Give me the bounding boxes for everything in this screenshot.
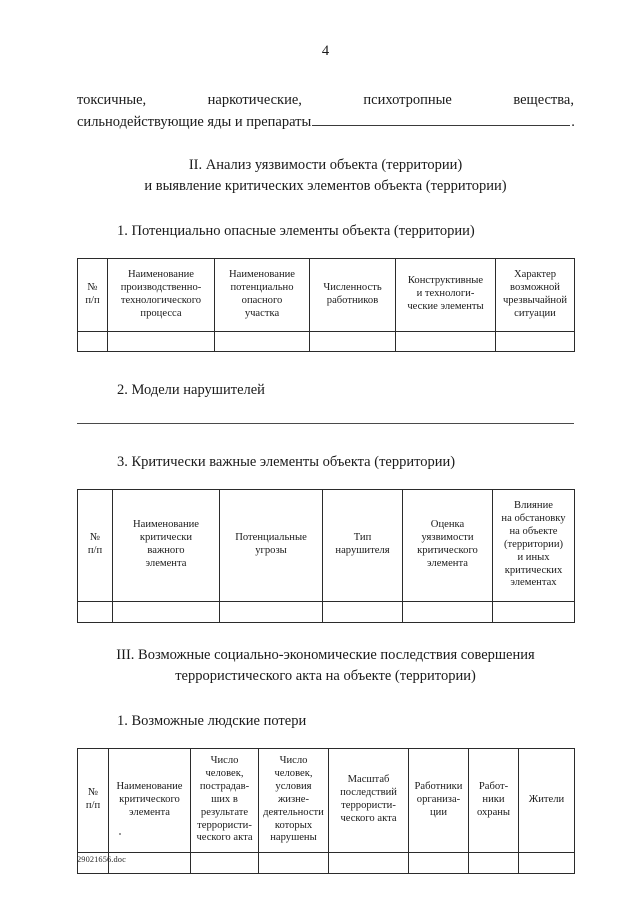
table-row [77, 330, 575, 352]
heading-subsection-1: 1. Потенциально опасные элементы объекта… [117, 222, 475, 239]
table1-cell-0-0[interactable] [77, 330, 108, 352]
table3-cell-0-3[interactable] [258, 851, 329, 874]
table2-cell-0-2[interactable] [219, 600, 323, 623]
body-paragraph: токсичные, наркотические, психотропные в… [77, 89, 575, 133]
paragraph-line-2-period: . [571, 113, 575, 130]
heading-section-III: III. Возможные социально-экономические п… [77, 645, 574, 687]
heading-section-II-line-2: и выявление критических элементов объект… [144, 177, 507, 194]
paragraph-line-1: токсичные, наркотические, психотропные в… [77, 91, 574, 108]
heading-section-II-line-1: II. Анализ уязвимости объекта (территори… [188, 156, 463, 173]
section-2-horizontal-rule [77, 422, 574, 424]
table3-cell-0-4[interactable] [328, 851, 409, 874]
paragraph-line-2-text: сильнодействующие яды и препараты [77, 113, 312, 130]
table3-cell-0-2[interactable] [190, 851, 259, 874]
table1-cell-0-1[interactable] [107, 330, 215, 352]
table2-cell-0-1[interactable] [112, 600, 220, 623]
table3-cell-0-6[interactable] [468, 851, 519, 874]
heading-section-II: II. Анализ уязвимости объекта (территори… [77, 155, 574, 197]
scan-artifact-dot [119, 833, 121, 835]
page-content: 4 токсичные, наркотические, психотропные… [77, 0, 575, 874]
table2-cell-0-4[interactable] [402, 600, 493, 623]
fill-in-blank[interactable] [312, 111, 571, 126]
table-row [77, 600, 575, 623]
table1-cell-0-3[interactable] [309, 330, 396, 352]
table1-cell-0-5[interactable] [495, 330, 575, 352]
paragraph-line-2: сильнодействующие яды и препараты. [77, 111, 575, 133]
table2-cell-0-5[interactable] [492, 600, 575, 623]
heading-subsection-3: 3. Критически важные элементы объекта (т… [117, 453, 456, 470]
table3-cell-0-5[interactable] [408, 851, 469, 874]
footer-filename: 29021656.doc [77, 855, 126, 864]
table1-cell-0-4[interactable] [395, 330, 496, 352]
table3-col-header-7: Жители [518, 747, 575, 853]
table-row [77, 851, 575, 874]
table2-cell-0-0[interactable] [77, 600, 113, 623]
page-number: 4 [321, 43, 330, 59]
table3-cell-0-7[interactable] [518, 851, 575, 874]
heading-section-III-line-1: III. Возможные социально-экономические п… [116, 646, 535, 663]
table1-cell-0-2[interactable] [214, 330, 310, 352]
heading-subsection-2: 2. Модели нарушителей [117, 381, 265, 398]
heading-section-III-line-2: террористического акта на объекте (терри… [175, 667, 476, 684]
table2-cell-0-3[interactable] [322, 600, 403, 623]
heading-subsection-4: 1. Возможные людские потери [117, 712, 307, 729]
